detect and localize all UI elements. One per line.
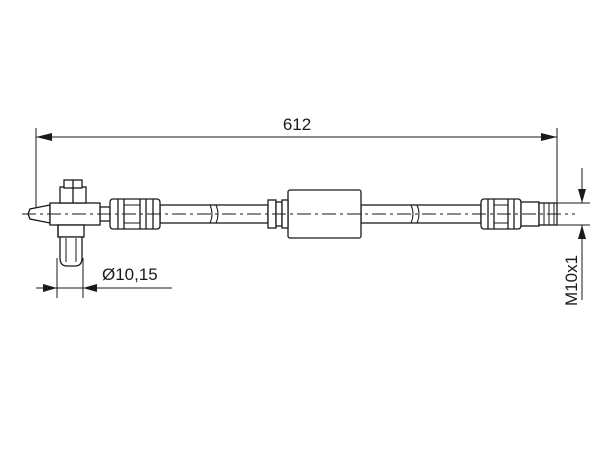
thread-arrow-bottom	[578, 225, 586, 239]
thread-label: M10x1	[562, 255, 581, 306]
length-label: 612	[283, 115, 311, 134]
diameter-label: Ø10,15	[102, 265, 158, 284]
left-banjo-fitting	[27, 179, 101, 267]
diameter-dimension: Ø10,15	[36, 258, 172, 298]
bolt-shank	[57, 224, 85, 238]
bolt-thread	[59, 236, 83, 267]
overall-length-dimension: 612	[35, 115, 558, 212]
thread-arrow-top	[578, 189, 586, 203]
diameter-arrow-left	[43, 284, 57, 292]
right-arrowhead	[541, 133, 557, 141]
diameter-arrow-right	[83, 284, 97, 292]
hose-body	[159, 204, 482, 224]
thread-dimension: M10x1	[557, 168, 590, 306]
hose-bend-mark	[410, 204, 420, 224]
left-arrowhead	[36, 133, 52, 141]
